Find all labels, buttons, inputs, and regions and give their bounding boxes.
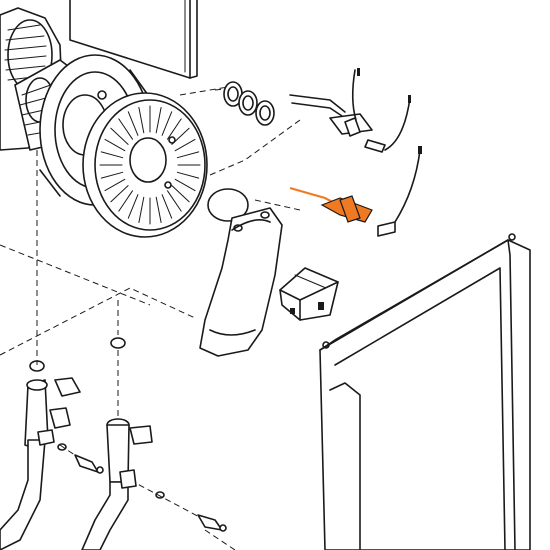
door-slot [118,118,133,140]
gasket-rings [223,81,275,126]
o-ring-left [29,360,45,372]
door-slot [176,171,200,179]
door-slot [100,151,124,159]
door-slot [138,196,145,223]
door-slot [110,185,129,203]
door-slot [171,185,190,203]
door-slot [174,178,196,192]
door-slot [174,138,196,152]
door-slot [161,194,173,219]
front-panel [319,233,531,550]
door-slot [110,127,129,145]
door-slot [176,151,200,159]
door-slot [118,190,133,212]
ignition-electrodes [289,68,411,153]
duct-gasket [207,188,249,222]
door-slot [100,171,124,179]
door-slot [104,138,126,152]
assembly-lines [0,84,301,550]
boiler-casing [69,0,198,79]
door-slot [138,107,145,134]
door-slot [127,194,139,219]
door-slot [104,178,126,192]
door-slot [167,190,182,212]
door-slot [155,196,162,223]
air-intake-duct [199,207,283,357]
burner-door [82,92,208,238]
right-pipe-assembly [81,418,227,550]
left-pipe-assembly [0,377,104,550]
o-ring-right [110,337,126,349]
door-slot [161,111,173,136]
door-slot [155,107,162,134]
door-slot [127,111,139,136]
flame-sensor-electrode [289,146,422,237]
ignition-transformer [279,267,339,321]
door-slot [167,118,182,140]
